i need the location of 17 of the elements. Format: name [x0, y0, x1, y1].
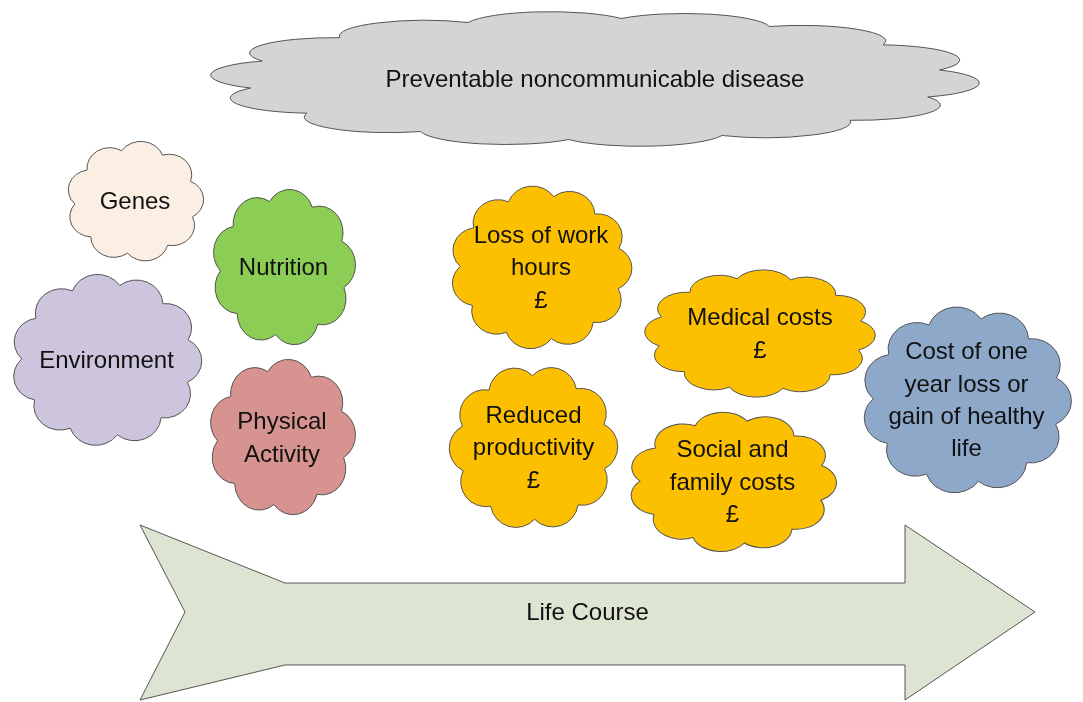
node-text: £	[753, 334, 767, 365]
node-text: Reduced productivity	[471, 399, 596, 463]
node-text: Cost of one year loss or gain of healthy life	[887, 336, 1046, 464]
node-text: Physical Activity	[236, 406, 328, 469]
node-text: Loss of work hours	[472, 219, 610, 283]
node-text: £	[534, 284, 548, 315]
node-text: Nutrition	[238, 252, 329, 283]
node-text: Life Course	[526, 597, 649, 628]
node-text: Preventable noncommunicable disease	[385, 63, 805, 94]
node-text: £	[725, 499, 740, 530]
arrow-shape	[140, 525, 1035, 700]
cloud-shape	[65, 138, 205, 265]
node-text: Genes	[99, 186, 171, 217]
node-text: Medical costs	[687, 302, 833, 333]
node-text: Social and family costs	[668, 434, 797, 497]
node-text: £	[526, 464, 541, 495]
node-text: Environment	[39, 344, 174, 375]
